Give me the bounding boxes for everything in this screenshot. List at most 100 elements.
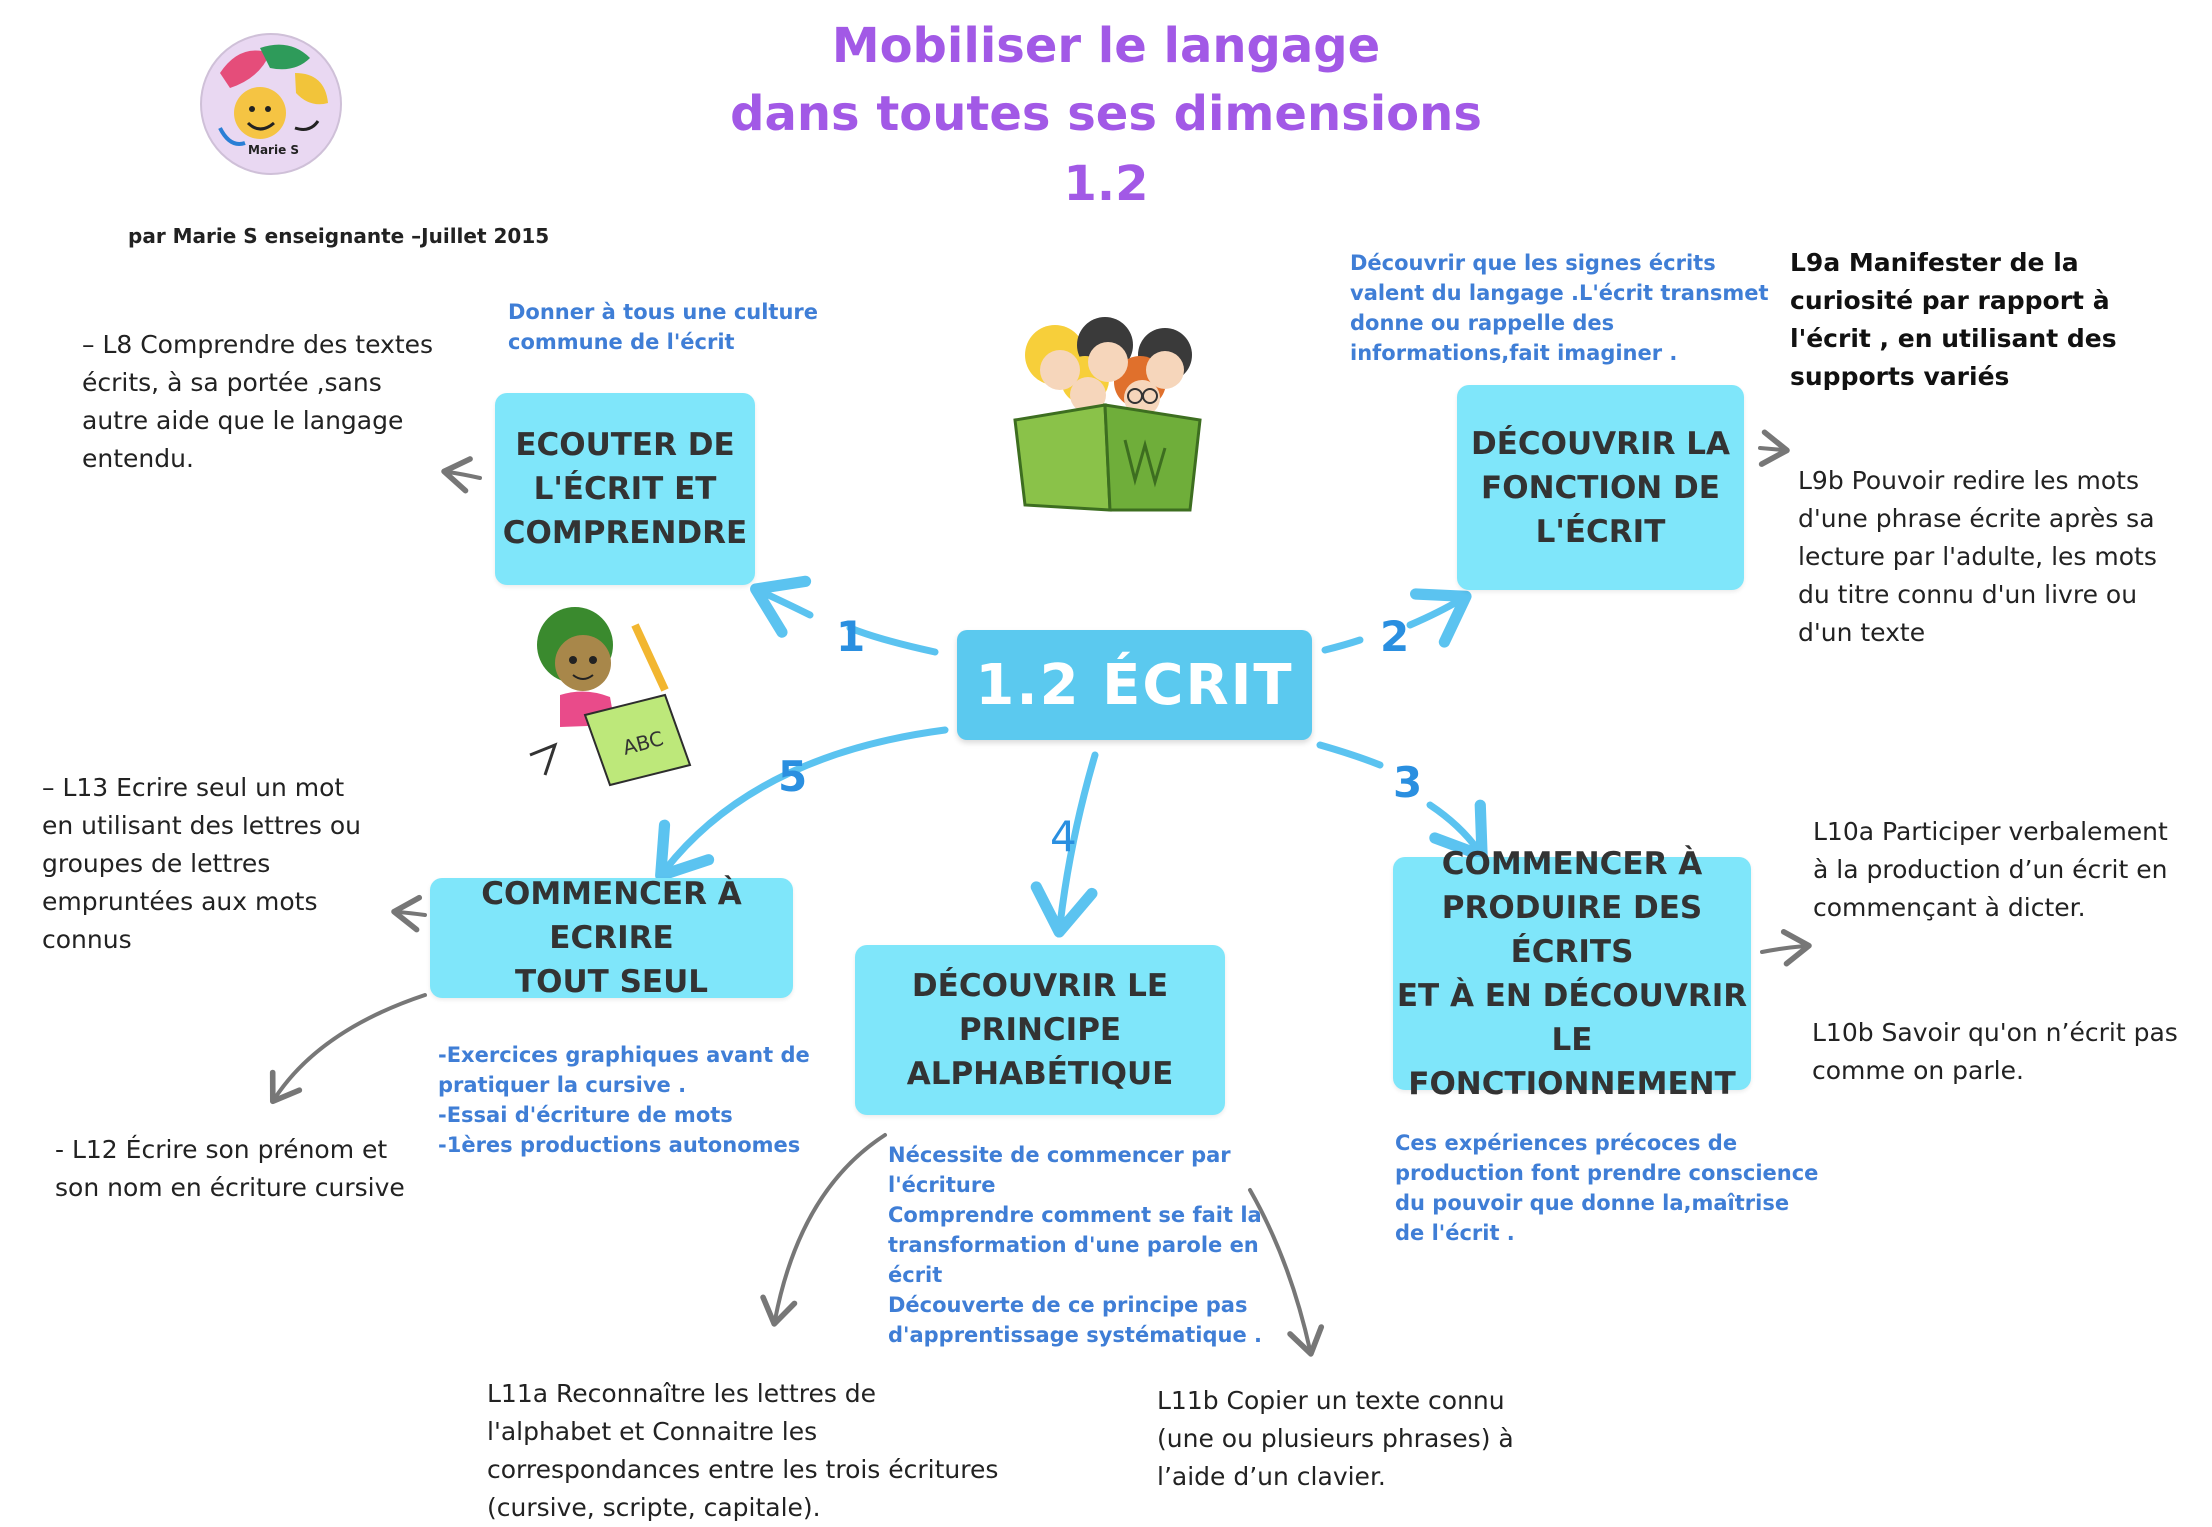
objective-line: groupes de lettres bbox=[42, 849, 271, 878]
objective-l9b: L9b Pouvoir redire les mots d'une phrase… bbox=[1798, 462, 2157, 652]
objective-l10b: L10b Savoir qu'on n’écrit pas comme on p… bbox=[1812, 1014, 2178, 1090]
branch-1-note: Donner à tous une culture commune de l'é… bbox=[508, 297, 818, 357]
arrow-branch-1 bbox=[846, 624, 939, 656]
note-line: Ces expériences précoces de bbox=[1395, 1131, 1738, 1155]
objective-l13: – L13 Ecrire seul un mot en utilisant de… bbox=[42, 769, 361, 959]
objective-line: – L13 Ecrire seul un mot bbox=[42, 773, 345, 802]
objective-line: autre aide que le langage bbox=[82, 406, 404, 435]
branch-number-3: 3 bbox=[1393, 758, 1423, 807]
note-line: -Exercices graphiques avant de bbox=[438, 1043, 810, 1067]
objective-l10a: L10a Participer verbalement à la product… bbox=[1813, 813, 2168, 927]
objective-line: L11b Copier un texte connu bbox=[1157, 1386, 1505, 1415]
objective-line: (une ou plusieurs phrases) à bbox=[1157, 1424, 1514, 1453]
branch-number-5: 5 bbox=[778, 752, 808, 801]
note-line: d'apprentissage systématique . bbox=[888, 1323, 1263, 1347]
logo: Marie S bbox=[200, 33, 342, 175]
note-line: valent du langage .L'écrit transmet bbox=[1350, 281, 1769, 305]
note-line: pratiquer la cursive . bbox=[438, 1073, 687, 1097]
branch-2-note: Découvrir que les signes écrits valent d… bbox=[1350, 248, 1769, 368]
branch-3-title-line: PRODUIRE DES ÉCRITS bbox=[1441, 889, 1703, 970]
branch-box-3: COMMENCER À PRODUIRE DES ÉCRITS ET À EN … bbox=[1393, 846, 1751, 1102]
objective-line: l'écrit , en utilisant des bbox=[1790, 324, 2117, 353]
objective-line: L9b Pouvoir redire les mots bbox=[1798, 466, 2139, 495]
objective-line: écrits, à sa portée ,sans bbox=[82, 368, 382, 397]
gray-arrow-l8 bbox=[441, 456, 482, 494]
branch-3-note: Ces expériences précoces de production f… bbox=[1395, 1128, 1818, 1248]
objective-line: correspondances entre les trois écriture… bbox=[487, 1455, 999, 1484]
branch-5-note: -Exercices graphiques avant de pratiquer… bbox=[438, 1040, 810, 1160]
branch-3-title-line: FONCTIONNEMENT bbox=[1408, 1065, 1736, 1102]
note-line: du pouvoir que donne la,maîtrise bbox=[1395, 1191, 1790, 1215]
note-line: Nécessite de commencer par bbox=[888, 1143, 1231, 1167]
objective-l11a: L11a Reconnaître les lettres de l'alphab… bbox=[487, 1375, 998, 1527]
objective-line: L9a Manifester de la bbox=[1790, 248, 2079, 277]
objective-line: d'une phrase écrite après sa bbox=[1798, 504, 2155, 533]
branch-2-title-line: FONCTION DE bbox=[1481, 469, 1720, 506]
arrow-branch-2 bbox=[1321, 636, 1364, 654]
branch-box-2: DÉCOUVRIR LA FONCTION DE L'ÉCRIT bbox=[1457, 385, 1744, 590]
note-line: Découverte de ce principe pas bbox=[888, 1293, 1248, 1317]
objective-line: - L12 Écrire son prénom et bbox=[55, 1135, 388, 1164]
branch-box-4: DÉCOUVRIR LE PRINCIPE ALPHABÉTIQUE bbox=[855, 945, 1225, 1115]
logo-label: Marie S bbox=[248, 143, 300, 157]
arrow-branch-4 bbox=[1030, 751, 1099, 938]
note-line: Découvrir que les signes écrits bbox=[1350, 251, 1716, 275]
objective-l11b: L11b Copier un texte connu (une ou plusi… bbox=[1157, 1382, 1514, 1496]
objective-line: empruntées aux mots bbox=[42, 887, 318, 916]
note-line: Comprendre comment se fait la bbox=[888, 1203, 1262, 1227]
branch-box-5: COMMENCER À ECRIRE TOUT SEUL bbox=[430, 876, 793, 1000]
note-line: -1ères productions autonomes bbox=[438, 1133, 801, 1157]
objective-line: L10b Savoir qu'on n’écrit pas bbox=[1812, 1018, 2178, 1047]
objective-line: curiosité par rapport à bbox=[1790, 286, 2110, 315]
objective-line: d'un texte bbox=[1798, 618, 1926, 647]
title-line-1: Mobiliser le langage bbox=[831, 18, 1381, 74]
gray-arrow-l12 bbox=[269, 993, 427, 1105]
branch-1-title-line: ECOUTER DE bbox=[515, 427, 735, 463]
note-line: commune de l'écrit bbox=[508, 330, 735, 354]
branch-1-title-line: L'ÉCRIT ET bbox=[533, 471, 717, 507]
note-line: donne ou rappelle des bbox=[1350, 311, 1615, 335]
gray-arrow-l9a bbox=[1758, 429, 1790, 467]
objective-l12: - L12 Écrire son prénom et son nom en éc… bbox=[55, 1131, 405, 1207]
arrow-branch-2-head bbox=[1406, 588, 1472, 648]
arrow-branch-1-head bbox=[750, 575, 814, 638]
branch-4-note: Nécessite de commencer par l'écriture Co… bbox=[888, 1140, 1262, 1350]
objective-line: comme on parle. bbox=[1812, 1056, 2024, 1085]
objective-line: (cursive, scripte, capitale). bbox=[487, 1493, 821, 1522]
note-line: production font prendre conscience bbox=[1395, 1161, 1819, 1185]
objective-line: l’aide d’un clavier. bbox=[1157, 1462, 1386, 1491]
branch-3-title-line: COMMENCER À bbox=[1441, 845, 1703, 882]
objective-line: L11a Reconnaître les lettres de bbox=[487, 1379, 877, 1408]
objective-l8: – L8 Comprendre des textes écrits, à sa … bbox=[82, 326, 433, 478]
children-reading-illustration bbox=[1000, 300, 1215, 520]
objective-line: en utilisant des lettres ou bbox=[42, 811, 361, 840]
branch-4-title-line: ALPHABÉTIQUE bbox=[906, 1056, 1174, 1092]
objective-line: commençant à dicter. bbox=[1813, 893, 2086, 922]
objective-line: l'alphabet et Connaitre les bbox=[487, 1417, 818, 1446]
title-line-3: 1.2 bbox=[1063, 156, 1149, 212]
objective-line: à la production d’un écrit en bbox=[1813, 855, 2168, 884]
center-node: 1.2 ÉCRIT bbox=[957, 630, 1312, 740]
branch-box-1: ECOUTER DE L'ÉCRIT ET COMPRENDRE bbox=[495, 393, 755, 585]
title-line-2: dans toutes ses dimensions bbox=[730, 86, 1482, 142]
note-line: transformation d'une parole en bbox=[888, 1233, 1259, 1257]
branch-number-1: 1 bbox=[836, 612, 866, 661]
objective-l9a: L9a Manifester de la curiosité par rappo… bbox=[1790, 244, 2117, 396]
note-line: -Essai d'écriture de mots bbox=[438, 1103, 733, 1127]
note-line: de l'écrit . bbox=[1395, 1221, 1515, 1245]
note-line: informations,fait imaginer . bbox=[1350, 341, 1678, 365]
credit-line: par Marie S enseignante –Juillet 2015 bbox=[128, 224, 550, 248]
objective-line: du titre connu d'un livre ou bbox=[1798, 580, 2138, 609]
gray-arrow-l11b bbox=[1248, 1188, 1325, 1357]
branch-2-title-line: DÉCOUVRIR LA bbox=[1471, 425, 1730, 462]
note-line: Donner à tous une culture bbox=[508, 300, 819, 324]
objective-line: entendu. bbox=[82, 444, 194, 473]
arrow-branch-3 bbox=[1316, 741, 1384, 769]
objective-line: – L8 Comprendre des textes bbox=[82, 330, 434, 359]
note-line: écrit bbox=[888, 1263, 943, 1287]
branch-5-title-line: COMMENCER À ECRIRE bbox=[481, 876, 742, 956]
branch-3-title-line: ET À EN DÉCOUVRIR LE bbox=[1396, 977, 1748, 1058]
gray-arrow-l13 bbox=[391, 894, 427, 933]
branch-number-4: 4 bbox=[1050, 812, 1077, 861]
